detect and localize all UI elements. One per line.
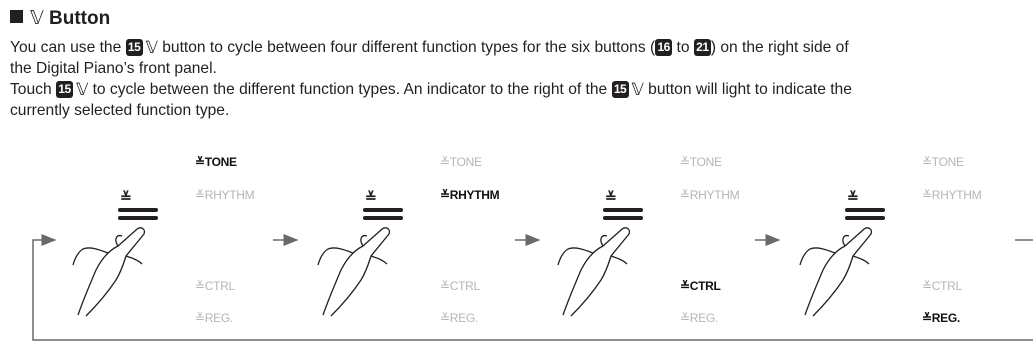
section-title-text: Button xyxy=(49,8,111,29)
hand-touch-icon xyxy=(799,208,885,317)
touch-button-bar xyxy=(363,216,403,220)
v-button-symbol: ≚ xyxy=(120,189,132,205)
function-label-tone: ≚TONE xyxy=(922,155,964,169)
v-button-symbol: 𝕍 xyxy=(145,38,158,57)
p1-line-2: the Digital Piano’s front panel. xyxy=(10,60,217,77)
button-number-badge: 15 xyxy=(125,39,143,56)
v-button-symbol: ≚ xyxy=(847,189,859,205)
p1-text-4: ) on the right side of xyxy=(710,39,849,56)
p1-text-1: You can use the xyxy=(10,39,126,56)
hand-outline xyxy=(72,227,146,317)
function-label-rhythm: ≚RHYTHM xyxy=(440,188,500,202)
function-label-ctrl: ≚CTRL xyxy=(922,279,962,293)
function-label-rhythm: ≚RHYTHM xyxy=(195,188,255,202)
touch-button-bar xyxy=(118,208,158,212)
function-label-reg: ≚REG. xyxy=(680,311,718,325)
p2-text-1: Touch xyxy=(10,81,56,98)
function-panel: ≚ ≚TONE ≚RHYTHM ≚CTRL ≚REG. xyxy=(485,145,740,350)
function-panel: ≚ ≚TONE ≚RHYTHM ≚CTRL ≚REG. xyxy=(0,145,255,350)
touch-button-bar xyxy=(118,216,158,220)
v-button-symbol: 𝕍 xyxy=(30,8,44,29)
button-number-badge: 15 xyxy=(55,81,73,98)
return-loop-line xyxy=(32,234,1033,341)
section-title: 𝕍 Button xyxy=(10,7,110,30)
p2-line-2: currently selected function type. xyxy=(10,102,230,119)
range-end-badge: 21 xyxy=(693,39,711,56)
p2-text-3: button will light to indicate the xyxy=(643,81,852,98)
v-button-symbol: 𝕍 xyxy=(75,80,89,99)
hand-touch-icon xyxy=(317,208,403,317)
function-label-rhythm: ≚RHYTHM xyxy=(922,188,982,202)
touch-button-bar xyxy=(603,208,643,212)
p2-text-2: to cycle between the different function … xyxy=(88,81,612,98)
touch-button-bar xyxy=(845,216,885,220)
range-start-badge: 16 xyxy=(655,39,673,56)
p1-text-2: button to cycle between four different f… xyxy=(157,39,656,56)
function-label-reg: ≚REG. xyxy=(922,311,960,325)
function-label-ctrl: ≚CTRL xyxy=(195,279,235,293)
hand-outline xyxy=(557,227,631,317)
touch-button-bar xyxy=(363,208,403,212)
v-button-symbol: 𝕍 xyxy=(631,80,644,99)
v-button-symbol: ≚ xyxy=(605,189,617,205)
button-number-badge: 15 xyxy=(611,81,629,98)
function-label-rhythm: ≚RHYTHM xyxy=(680,188,740,202)
function-label-ctrl: ≚CTRL xyxy=(440,279,480,293)
function-label-tone: ≚TONE xyxy=(440,155,482,169)
touch-button-bar xyxy=(603,216,643,220)
touch-button-bar xyxy=(845,208,885,212)
v-button-symbol: ≚ xyxy=(365,189,377,205)
hand-outline xyxy=(799,227,873,317)
hand-touch-icon xyxy=(557,208,643,317)
function-label-tone: ≚TONE xyxy=(195,155,237,169)
function-label-reg: ≚REG. xyxy=(440,311,478,325)
function-label-tone: ≚TONE xyxy=(680,155,722,169)
function-label-reg: ≚REG. xyxy=(195,311,233,325)
square-bullet-icon xyxy=(10,10,23,23)
hand-touch-icon xyxy=(72,208,158,317)
function-panel: ≚ ≚TONE ≚RHYTHM ≚CTRL ≚REG. xyxy=(727,145,982,350)
function-label-ctrl: ≚CTRL xyxy=(680,279,721,293)
hand-outline xyxy=(317,227,391,317)
function-panel: ≚ ≚TONE ≚RHYTHM ≚CTRL ≚REG. xyxy=(245,145,500,350)
p1-text-3: to xyxy=(672,39,694,56)
